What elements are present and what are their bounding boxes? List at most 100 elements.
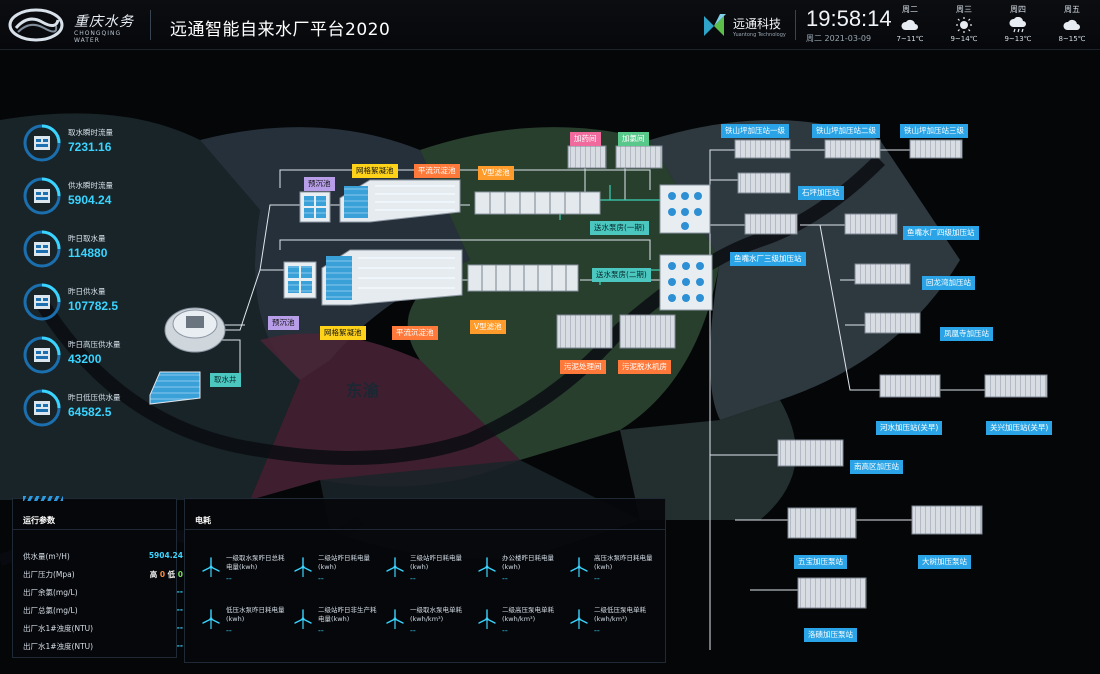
wind-turbine-icon xyxy=(202,609,220,629)
intake-tower[interactable] xyxy=(164,307,226,353)
label-station-shiping[interactable]: 石坪加压站 xyxy=(798,186,844,200)
energy-label: 二级高压泵电单耗(kwh/km³) xyxy=(502,606,554,623)
label-station-nangao[interactable]: 南高区加压站 xyxy=(850,460,903,474)
label-pump-house-2[interactable]: 送水泵房(二期) xyxy=(592,268,651,282)
param-label: 出厂水1#浊度(NTU) xyxy=(23,642,94,651)
flow-meter-icon xyxy=(23,283,61,321)
label-station-dashu[interactable]: 大树加压泵站 xyxy=(918,555,971,569)
flow-meter-icon xyxy=(23,124,61,162)
panel-accent xyxy=(23,496,63,501)
label-intake-well[interactable]: 取水井 xyxy=(210,373,241,387)
label-chlorination[interactable]: 加氯间 xyxy=(618,132,649,146)
panel-title: 运行参数 xyxy=(23,516,55,525)
param-row: 出厂压力(Mpa) 高 0 低 0 xyxy=(23,569,183,580)
energy-value: -- xyxy=(318,574,324,583)
pressure-high: 高 0 xyxy=(150,570,165,579)
energy-value: -- xyxy=(226,574,232,583)
energy-cell: 二级站昨日耗电量(kwh) -- xyxy=(292,554,382,590)
pump-house-2[interactable] xyxy=(659,254,713,311)
pre-sedimentation-tank-2[interactable] xyxy=(283,261,317,299)
label-sludge-dewatering[interactable]: 污泥脱水机房 xyxy=(618,360,671,374)
pre-sedimentation-tank-1[interactable] xyxy=(299,191,331,223)
clock-date: 周二 2021-03-09 xyxy=(806,34,872,43)
param-row: 出厂余氯(mg/L) -- xyxy=(23,587,183,598)
top-header: 重庆水务 CHONGQING WATER 远通智能自来水厂平台2020 远通科技… xyxy=(0,0,1100,50)
param-label: 出厂总氯(mg/L) xyxy=(23,606,78,615)
weather-day-2: 周三 9~14℃ xyxy=(944,4,984,43)
company-logo[interactable]: 重庆水务 CHONGQING WATER xyxy=(8,6,138,44)
stat-value: 114880 xyxy=(68,246,108,260)
param-value: -- xyxy=(176,623,183,632)
flocculation-tank-2[interactable] xyxy=(321,249,463,306)
weather-day-label: 周三 xyxy=(956,5,972,14)
energy-value: -- xyxy=(502,626,508,635)
param-value: -- xyxy=(176,605,183,614)
clock-time: 19:58:14 xyxy=(806,6,892,31)
pressure-values: 高 0 低 0 xyxy=(150,569,183,580)
flocculation-tank-1[interactable] xyxy=(339,179,461,223)
stat-value: 5904.24 xyxy=(68,193,112,207)
energy-cell: 高压水泵昨日耗电量(kwh)-- xyxy=(568,554,658,590)
flow-meter-icon xyxy=(23,336,61,374)
param-label: 出厂水1#浊度(NTU) xyxy=(23,624,94,633)
energy-cell: 二级站昨日非生产耗电量(kwh)-- xyxy=(292,606,382,642)
brand-sub: Yuantong Technology xyxy=(733,32,786,38)
label-station-tie3[interactable]: 铁山坪加压站三级 xyxy=(900,124,968,138)
rain-icon xyxy=(1009,17,1026,33)
weather-day-4: 周五 8~15℃ xyxy=(1052,4,1092,43)
v-filter-2[interactable] xyxy=(467,264,579,292)
flow-meter-icon xyxy=(23,177,61,215)
stat-yesterday-low-pressure: 昨日低压供水量 64582.5 xyxy=(22,388,162,432)
label-pump-house-1[interactable]: 送水泵房(一期) xyxy=(590,221,649,235)
label-station-yuzui3[interactable]: 鱼嘴水厂三级加压站 xyxy=(730,252,806,266)
energy-panel: 电耗 xyxy=(184,498,666,663)
label-station-wubao[interactable]: 五宝加压泵站 xyxy=(794,555,847,569)
cloud-icon xyxy=(1063,19,1080,30)
label-pre-sedimentation-2[interactable]: 预沉池 xyxy=(268,316,299,330)
param-label: 供水量(m³/H) xyxy=(23,552,70,561)
label-sedimentation-1[interactable]: 平流沉淀池 xyxy=(414,164,460,178)
booster-station-buildings xyxy=(734,139,1048,609)
wind-turbine-icon xyxy=(294,609,312,629)
label-station-tie1[interactable]: 铁山坪加压站一级 xyxy=(721,124,789,138)
param-value: -- xyxy=(176,641,183,650)
stat-label: 昨日低压供水量 xyxy=(68,393,121,402)
label-sedimentation-2[interactable]: 平流沉淀池 xyxy=(392,326,438,340)
energy-label: 高压水泵昨日耗电量(kwh) xyxy=(594,554,653,571)
intake-well[interactable] xyxy=(149,371,201,405)
label-flocculation-2[interactable]: 网格絮凝池 xyxy=(320,326,366,340)
label-v-filter-2[interactable]: V型滤池 xyxy=(470,320,506,334)
label-station-yuzui4[interactable]: 鱼嘴水厂四级加压站 xyxy=(903,226,979,240)
label-station-fenghuang[interactable]: 凤凰寺加压站 xyxy=(940,327,993,341)
stat-yesterday-intake: 昨日取水量 114880 xyxy=(22,229,162,273)
stat-supply-flow: 供水瞬时流量 5904.24 xyxy=(22,176,162,220)
label-station-guanxing[interactable]: 关兴加压站(关早) xyxy=(986,421,1053,435)
logo-english-text: CHONGQING WATER xyxy=(74,30,122,44)
pump-house-1[interactable] xyxy=(659,184,711,234)
label-flocculation-1[interactable]: 网格絮凝池 xyxy=(352,164,398,178)
chlorination-building[interactable] xyxy=(615,145,663,169)
label-sludge-treatment[interactable]: 污泥处理间 xyxy=(560,360,606,374)
label-station-huilong[interactable]: 回龙湾加压站 xyxy=(922,276,975,290)
operating-params-panel: 运行参数 供水量(m³/H) 5904.24 出厂压力(Mpa) 高 0 低 0… xyxy=(12,496,183,658)
wind-turbine-icon xyxy=(386,609,404,629)
dosing-building[interactable] xyxy=(567,145,607,169)
v-filter-1[interactable] xyxy=(474,191,601,215)
energy-label: 一级取水泵电单耗(kwh/km³) xyxy=(410,606,462,623)
sludge-treatment-building[interactable] xyxy=(556,314,613,349)
energy-label: 二级站昨日耗电量(kwh) xyxy=(318,554,370,571)
cloud-icon xyxy=(901,19,918,30)
energy-cell: 三级站昨日耗电量(kwh)-- xyxy=(384,554,474,590)
label-pre-sedimentation-1[interactable]: 预沉池 xyxy=(304,177,335,191)
energy-label: 三级站昨日耗电量(kwh) xyxy=(410,554,462,571)
flow-meter-icon xyxy=(23,389,61,427)
wind-turbine-icon xyxy=(570,609,588,629)
label-dosing[interactable]: 加药间 xyxy=(570,132,601,146)
param-value: -- xyxy=(176,587,183,596)
sludge-dewatering-building[interactable] xyxy=(619,314,676,349)
stat-value: 7231.16 xyxy=(68,140,112,154)
label-station-heshui[interactable]: 河水加压站(关早) xyxy=(876,421,943,435)
label-v-filter-1[interactable]: V型滤池 xyxy=(478,166,514,180)
label-station-luoqi[interactable]: 洛碛加压泵站 xyxy=(804,628,857,642)
label-station-tie2[interactable]: 铁山坪加压站二级 xyxy=(812,124,880,138)
